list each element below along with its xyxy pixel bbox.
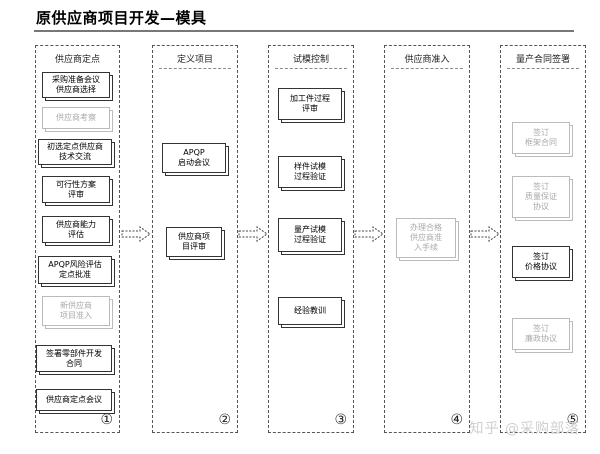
step-new-supplier-admission: 新供应商项目准入 bbox=[42, 296, 113, 329]
flow-arrow-4-5 bbox=[470, 226, 500, 242]
step-sign-framework-contract: 签订框架合同 bbox=[512, 122, 573, 157]
step-label: 加工件过程评审 bbox=[290, 94, 330, 113]
step-supplier-project-review: 供应商项目评审 bbox=[166, 227, 225, 260]
step-feasibility-review: 可行性方案评审 bbox=[42, 176, 113, 206]
heading-divider bbox=[391, 68, 463, 69]
column-heading: 供应商准入 bbox=[404, 55, 450, 65]
step-production-trial-validation: 量产试模过程验证 bbox=[278, 218, 345, 255]
step-number: ② bbox=[218, 412, 231, 428]
step-sign-integrity-agreement: 签订廉政协议 bbox=[512, 318, 573, 353]
step-label: 供应商考察 bbox=[56, 113, 96, 122]
step-lessons-learned: 经验教训 bbox=[278, 297, 345, 328]
step-label: 签订框架合同 bbox=[525, 128, 557, 147]
column-heading: 供应商定点 bbox=[54, 55, 100, 65]
column-production-contract: 量产合同签署 ⑤ bbox=[500, 45, 586, 433]
step-qualified-supplier-process: 办理合格供应商准入手续 bbox=[396, 218, 459, 261]
step-sign-quality-agreement: 签订质量保证协议 bbox=[512, 176, 573, 221]
step-label: 签订质量保证协议 bbox=[525, 182, 557, 211]
watermark: 知乎 @采购部落 bbox=[469, 421, 580, 437]
step-number: ⑤ bbox=[566, 412, 579, 428]
step-label: 新供应商项目准入 bbox=[60, 301, 92, 320]
step-label: 量产试模过程验证 bbox=[294, 225, 326, 244]
step-label: 采购准备会议供应商选择 bbox=[52, 75, 100, 94]
step-label: 签订价格协议 bbox=[525, 252, 557, 271]
step-label: APQP风险评估定点批准 bbox=[48, 260, 102, 279]
step-label: 办理合格供应商准入手续 bbox=[410, 223, 442, 252]
step-sign-price-agreement: 签订价格协议 bbox=[512, 246, 573, 281]
step-apqp-risk-assessment: APQP风险评估定点批准 bbox=[38, 256, 115, 287]
heading-divider bbox=[507, 68, 579, 69]
step-label: 供应商定点会议 bbox=[46, 395, 102, 404]
title-divider bbox=[34, 30, 574, 32]
flow-arrow-1-2 bbox=[121, 226, 151, 242]
step-capability-assessment: 供应商能力评估 bbox=[42, 216, 113, 246]
step-sample-trial-validation: 样件试模过程验证 bbox=[278, 156, 345, 191]
step-nomination-meeting: 供应商定点会议 bbox=[36, 389, 115, 414]
heading-divider bbox=[159, 68, 231, 69]
step-sign-dev-contract: 签署零部件开发合同 bbox=[36, 345, 115, 375]
flow-arrow-2-3 bbox=[238, 226, 268, 242]
step-label: 初选定点供应商技术交流 bbox=[47, 142, 103, 161]
step-number: ③ bbox=[334, 412, 347, 428]
step-label: 样件试模过程验证 bbox=[294, 162, 326, 181]
diagram-title: 原供应商项目开发—模具 bbox=[36, 9, 207, 27]
step-number: ④ bbox=[450, 412, 463, 428]
step-label: 经验教训 bbox=[294, 306, 326, 315]
column-heading: 试模控制 bbox=[292, 55, 329, 65]
step-machined-part-review: 加工件过程评审 bbox=[278, 88, 345, 123]
column-heading: 量产合同签署 bbox=[515, 55, 570, 65]
step-label: 签署零部件开发合同 bbox=[46, 348, 102, 368]
step-label: 签订廉政协议 bbox=[525, 324, 557, 343]
step-tech-exchange: 初选定点供应商技术交流 bbox=[38, 139, 115, 168]
column-heading: 定义项目 bbox=[176, 55, 213, 65]
step-label: 供应商项目评审 bbox=[178, 232, 210, 251]
step-label: 可行性方案评审 bbox=[56, 179, 96, 199]
flow-arrow-3-4 bbox=[354, 226, 384, 242]
step-purchase-prep-meeting: 采购准备会议供应商选择 bbox=[42, 72, 113, 101]
step-number: ① bbox=[100, 412, 113, 428]
step-supplier-audit: 供应商考察 bbox=[42, 107, 113, 132]
heading-divider bbox=[275, 68, 347, 69]
step-label: 供应商能力评估 bbox=[56, 219, 96, 239]
